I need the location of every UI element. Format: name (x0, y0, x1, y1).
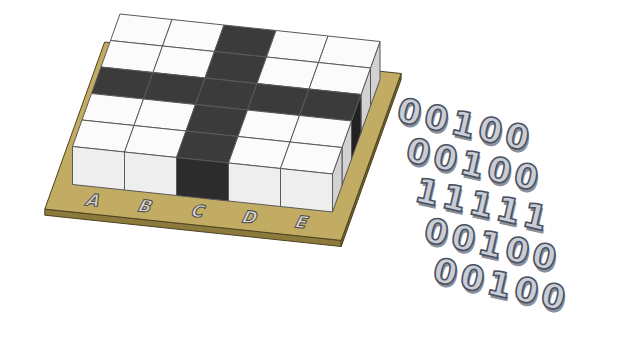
cube-grid (73, 14, 381, 212)
cube-front (177, 158, 229, 202)
base-plate (45, 42, 401, 240)
cube-front (73, 147, 125, 191)
cube-front (281, 169, 333, 213)
cube-front (125, 152, 177, 196)
cube-front (229, 163, 281, 207)
